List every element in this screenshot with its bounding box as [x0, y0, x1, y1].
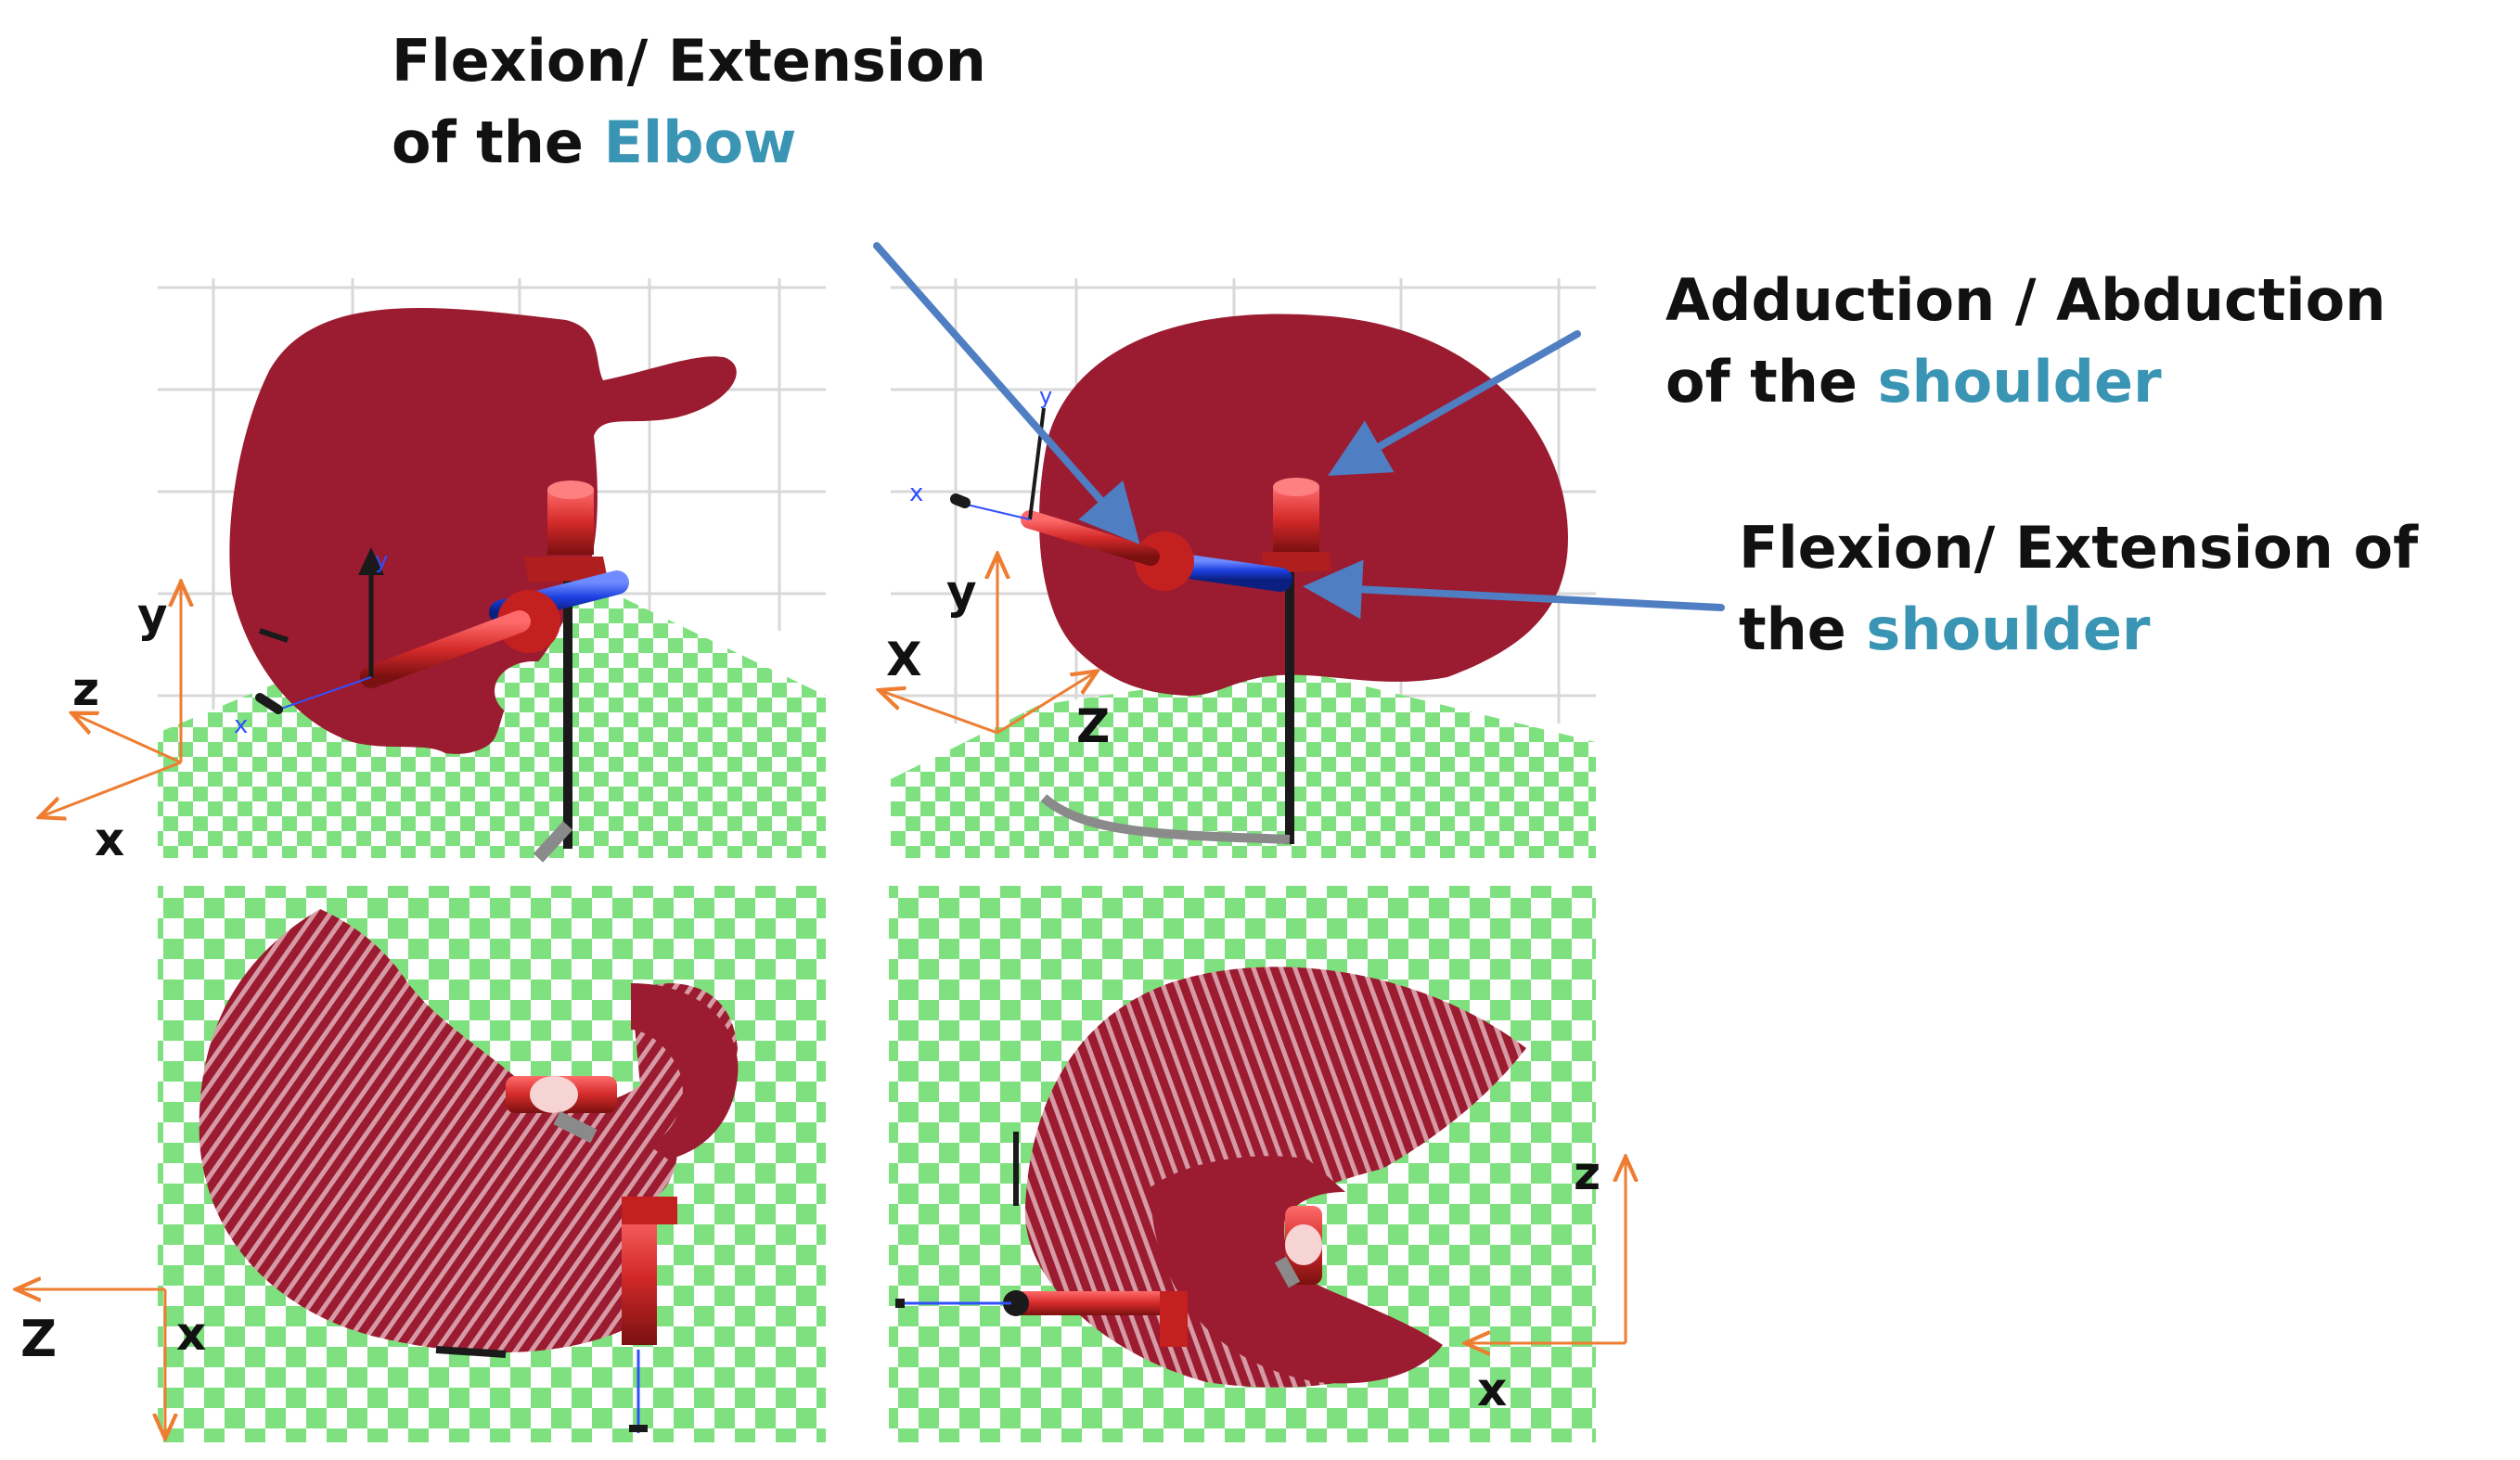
- panel-top-right: y x y X Z: [881, 278, 1596, 858]
- small-axis-triad: y x: [909, 383, 1052, 519]
- panel-top-left: y x y z x: [42, 278, 826, 866]
- label-shoulder-flexion: Flexion/ Extension of the shoulder: [1739, 507, 2418, 671]
- label-prefix: of the: [392, 109, 604, 176]
- label-line-2: of the Elbow: [392, 102, 986, 184]
- axis-label-z: z: [72, 662, 99, 716]
- axis-label-z: z: [1574, 1146, 1601, 1200]
- support-post: [1285, 557, 1294, 844]
- label-line-1: Flexion/ Extension: [392, 20, 986, 102]
- axis-label-y: y: [137, 588, 168, 642]
- label-elbow-flexion: Flexion/ Extension of the Elbow: [392, 20, 986, 184]
- axis-label-z: Z: [1076, 699, 1110, 753]
- axis-label-y: y: [946, 565, 977, 619]
- label-highlight: shoulder: [1878, 348, 2162, 416]
- label-line-1: Adduction / Abduction: [1665, 260, 2385, 341]
- axis-label-z: Z: [20, 1310, 57, 1368]
- small-x-label: x: [234, 711, 248, 739]
- panel-bottom-left: Z x: [19, 886, 826, 1442]
- axis-label-x: x: [95, 813, 124, 866]
- label-shoulder-abduction: Adduction / Abduction of the shoulder: [1665, 260, 2385, 423]
- small-y-label: y: [375, 547, 388, 573]
- label-line-2: the shoulder: [1739, 589, 2418, 671]
- small-y-label: y: [1039, 383, 1052, 409]
- label-line-1: Flexion/ Extension of: [1739, 507, 2418, 589]
- label-line-2: of the shoulder: [1665, 341, 2385, 423]
- panel-bottom-right: z x: [889, 886, 1626, 1442]
- label-highlight: shoulder: [1866, 596, 2150, 663]
- support-post: [563, 570, 572, 849]
- axis-label-x: x: [176, 1307, 206, 1361]
- label-prefix: the: [1739, 596, 1866, 663]
- label-prefix: of the: [1665, 348, 1878, 416]
- axis-label-x: X: [886, 633, 922, 686]
- workspace-notch: [495, 661, 572, 721]
- small-x-label: x: [909, 480, 923, 507]
- label-highlight: Elbow: [604, 109, 797, 176]
- axis-label-x: x: [1477, 1363, 1507, 1416]
